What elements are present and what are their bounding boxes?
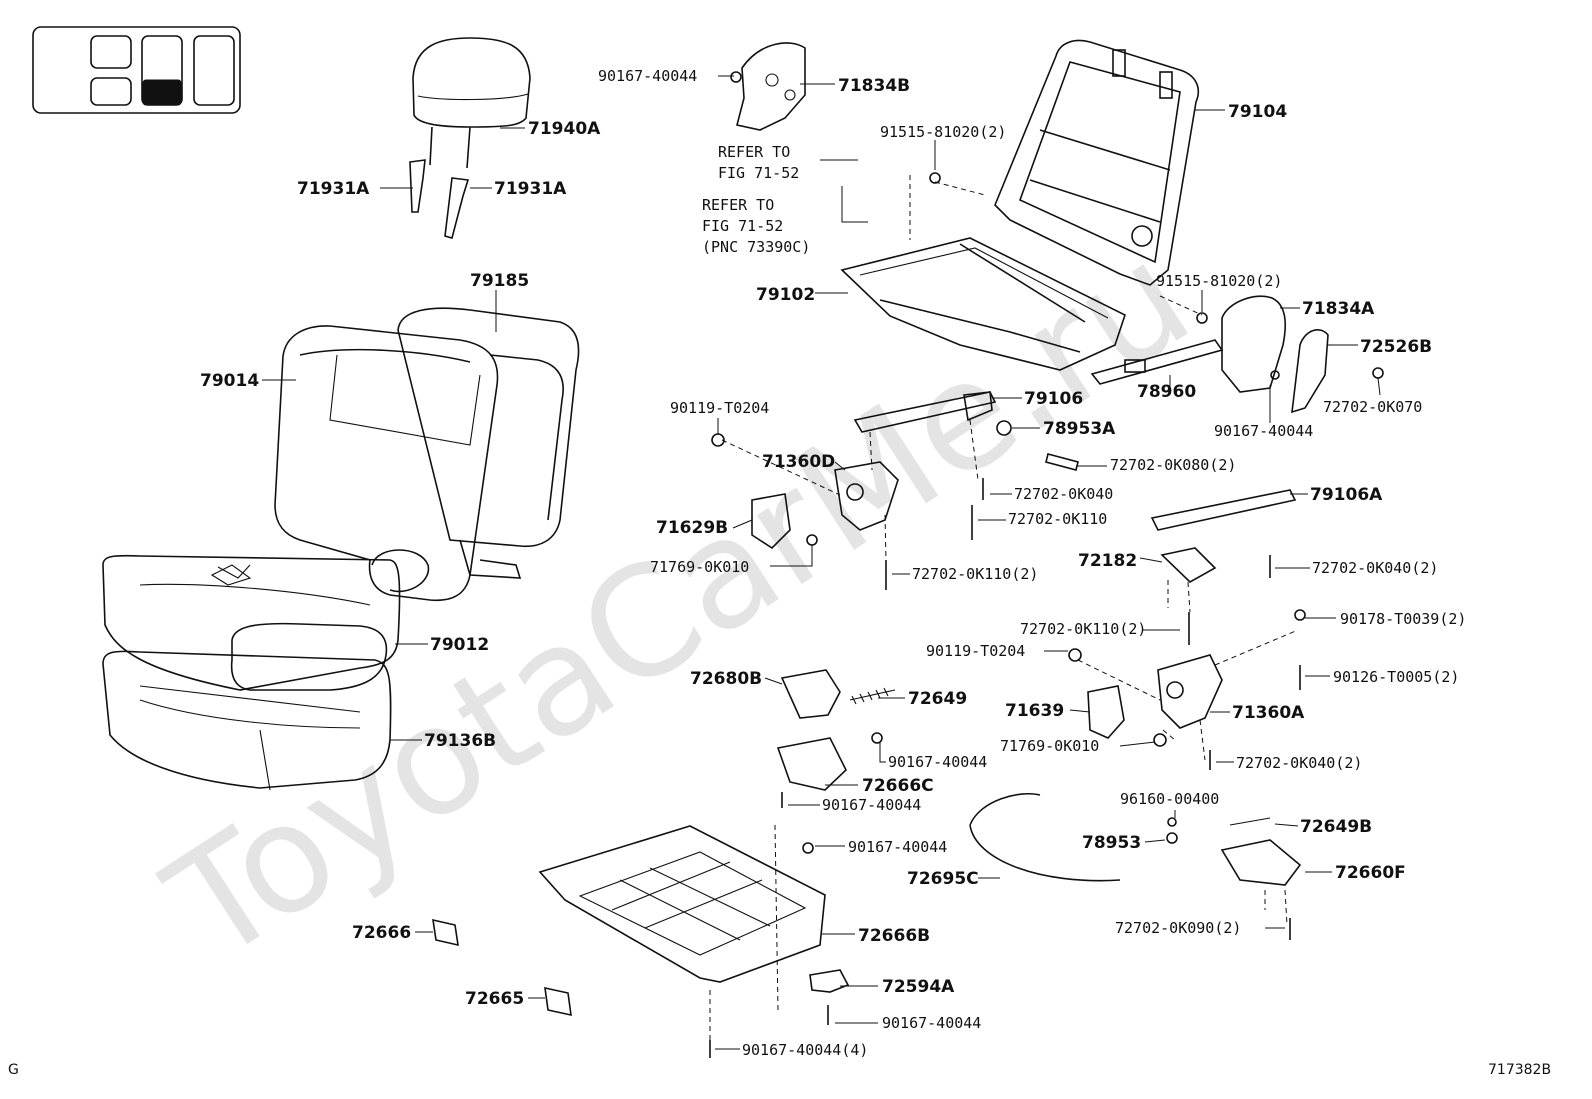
part-label-90119-T0204-top: 90119-T0204 <box>670 399 769 417</box>
part-label-72702-0K040-b: 72702-0K040(2) <box>1312 559 1438 577</box>
part-label-90119-T0204-mid: 90119-T0204 <box>926 642 1025 660</box>
seatback-drawing <box>217 307 580 602</box>
part-label-71769-0K010-b: 71769-0K010 <box>1000 737 1099 755</box>
cover-72526B-drawing <box>1291 329 1329 414</box>
part-label-71769-0K010-a: 71769-0K010 <box>650 558 749 576</box>
part-label-78953A: 78953A <box>1043 419 1116 439</box>
recliner-71360A-drawing <box>1087 654 1223 739</box>
seat-pan-72666B-drawing <box>538 825 826 983</box>
cover-71834A-drawing <box>1221 295 1287 393</box>
part-label-72666B: 72666B <box>858 926 930 946</box>
part-label-72594A: 72594A <box>882 977 955 997</box>
part-label-72702-0K040-c: 72702-0K040(2) <box>1236 754 1362 772</box>
seat-frame-cushion-drawing <box>102 650 392 791</box>
refer-note-1-line2: FIG 71-52 <box>718 164 799 182</box>
part-label-72182: 72182 <box>1078 551 1137 571</box>
fastener-drawings <box>709 172 1384 1058</box>
bracket-72666C-drawing <box>776 737 847 791</box>
part-label-72702-0K110-b: 72702-0K110(2) <box>912 565 1038 583</box>
leader-lines <box>262 75 1381 1050</box>
part-label-72702-0K110-c: 72702-0K110(2) <box>1020 620 1146 638</box>
part-label-72695C: 72695C <box>907 869 979 889</box>
part-label-90167-40044-d: 90167-40044 <box>882 1014 981 1032</box>
part-label-71940A: 71940A <box>528 119 601 139</box>
part-label-71931A-left: 71931A <box>297 179 370 199</box>
refer-note-2-line1: REFER TO <box>702 196 774 214</box>
part-label-72702-0K040-a: 72702-0K040 <box>1014 485 1113 503</box>
part-label-72680B: 72680B <box>690 669 762 689</box>
part-label-91515-81020-top: 91515-81020(2) <box>880 123 1006 141</box>
part-label-79185: 79185 <box>470 271 529 291</box>
part-label-72702-0K080: 72702-0K080(2) <box>1110 456 1236 474</box>
part-label-72649: 72649 <box>908 689 967 709</box>
part-label-79106: 79106 <box>1024 389 1083 409</box>
part-label-72702-0K110-a: 72702-0K110 <box>1008 510 1107 528</box>
assembly-guide-lines <box>709 175 1299 1040</box>
part-label-90167-40044-a: 90167-40044 <box>888 753 987 771</box>
part-label-90167-40044-top: 90167-40044 <box>598 67 697 85</box>
part-label-79104: 79104 <box>1228 102 1287 122</box>
refer-note-2-line3: (PNC 73390C) <box>702 238 810 256</box>
part-label-72666: 72666 <box>352 923 411 943</box>
part-label-91515-81020-mid: 91515-81020(2) <box>1156 272 1282 290</box>
seat-cushion-drawing <box>102 554 401 691</box>
diagram-code: 717382B <box>1488 1062 1551 1078</box>
refer-note-2-line2: FIG 71-52 <box>702 217 783 235</box>
part-label-72665: 72665 <box>465 989 524 1009</box>
corner-mark: G <box>8 1062 19 1078</box>
seat-rail-79106A-drawing <box>1150 489 1297 583</box>
small-parts-drawings <box>432 793 1302 1017</box>
part-label-71639: 71639 <box>1005 701 1064 721</box>
part-label-72660F: 72660F <box>1335 863 1406 883</box>
part-label-71834A: 71834A <box>1302 299 1375 319</box>
refer-note-1-line1: REFER TO <box>718 143 790 161</box>
bracket-71834B-drawing <box>730 42 806 131</box>
seat-position-indicator-icon <box>32 26 241 114</box>
part-label-72702-0K070: 72702-0K070 <box>1323 398 1422 416</box>
seatback-frame-drawing <box>994 39 1200 286</box>
seat-rail-79106-drawing <box>853 391 1012 436</box>
part-label-71931A-right: 71931A <box>494 179 567 199</box>
part-label-71360D: 71360D <box>762 452 835 472</box>
part-label-90178-T0039: 90178-T0039(2) <box>1340 610 1466 628</box>
part-label-78953: 78953 <box>1082 833 1141 853</box>
part-label-90167-40044-c: 90167-40044 <box>848 838 947 856</box>
part-label-90167-40044-e: 90167-40044(4) <box>742 1041 868 1059</box>
part-label-96160-00400: 96160-00400 <box>1120 790 1219 808</box>
part-label-78960: 78960 <box>1137 382 1196 402</box>
part-label-90126-T0005: 90126-T0005(2) <box>1333 668 1459 686</box>
part-label-90167-40044-b: 90167-40044 <box>822 796 921 814</box>
part-label-71834B: 71834B <box>838 76 910 96</box>
part-label-72649B: 72649B <box>1300 817 1372 837</box>
part-label-79014: 79014 <box>200 371 259 391</box>
part-label-79012: 79012 <box>430 635 489 655</box>
part-label-71360A: 71360A <box>1232 703 1305 723</box>
part-label-79136B: 79136B <box>424 731 496 751</box>
part-label-79102: 79102 <box>756 285 815 305</box>
headrest-drawing <box>409 37 531 239</box>
lock-72680B-drawing <box>780 669 896 719</box>
part-label-90167-40044-right: 90167-40044 <box>1214 422 1313 440</box>
part-label-72526B: 72526B <box>1360 337 1432 357</box>
part-label-72666C: 72666C <box>862 776 934 796</box>
seat-cushion-frame-drawing <box>840 237 1126 371</box>
part-label-72702-0K090: 72702-0K090(2) <box>1115 919 1241 937</box>
part-label-71629B: 71629B <box>656 518 728 538</box>
part-label-79106A: 79106A <box>1310 485 1383 505</box>
